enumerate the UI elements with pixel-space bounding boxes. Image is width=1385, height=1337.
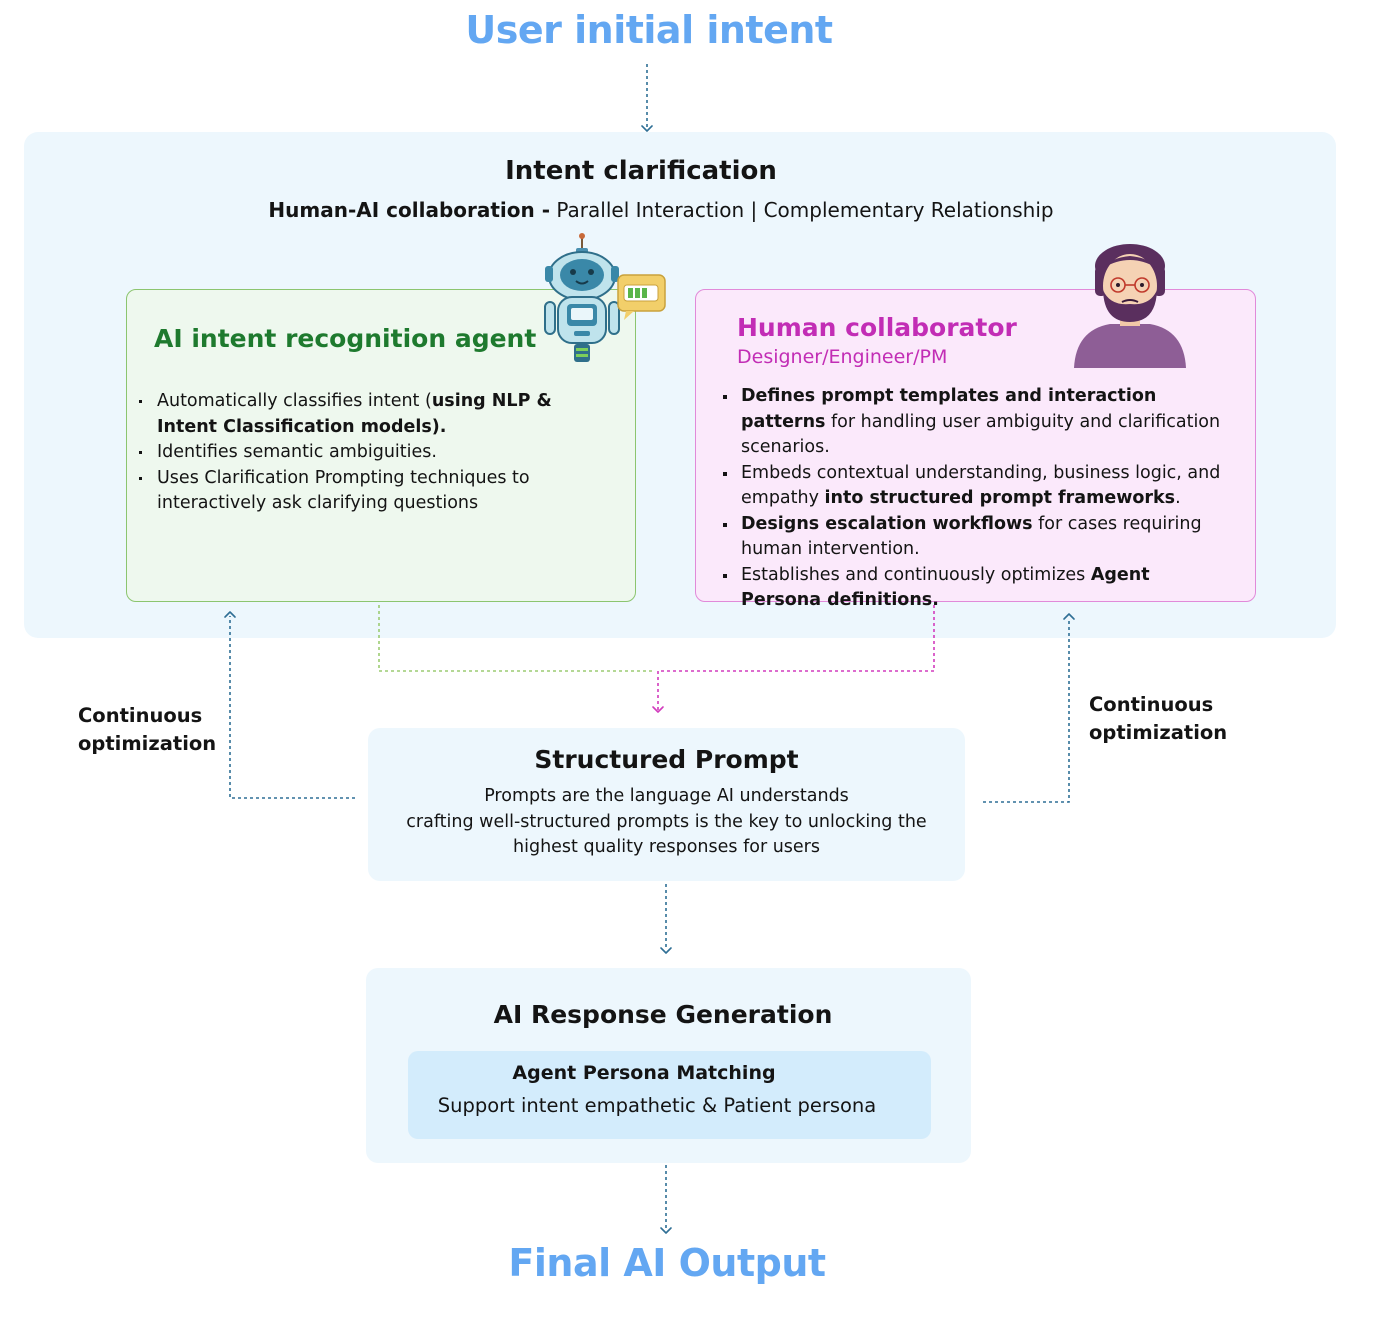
intent-clarification-title: Intent clarification: [505, 156, 777, 186]
arrow-feedback-left: [229, 616, 355, 799]
ai-agent-title: AI intent recognition agent: [154, 324, 537, 353]
collaboration-subtitle: Human-AI collaboration - Parallel Intera…: [0, 198, 1322, 222]
bullet-text: Establishes and continuously optimizes: [741, 564, 1091, 585]
collaboration-subtitle-bold: Human-AI collaboration -: [268, 198, 551, 222]
bullet-bold-text: Designs escalation workflows: [741, 513, 1033, 534]
label-line: optimization: [1089, 721, 1228, 744]
collaboration-subtitle-rest: Parallel Interaction | Complementary Rel…: [550, 198, 1054, 222]
connector-ai-card: [378, 605, 655, 672]
arrow-down-icon: [660, 1227, 672, 1234]
list-item: Identifies semantic ambiguities.: [139, 440, 617, 466]
human-collaborator-roles: Designer/Engineer/PM: [737, 346, 948, 368]
arrow-up-icon: [224, 611, 236, 618]
list-item: Embeds contextual understanding, busines…: [723, 461, 1231, 512]
bullet-text: .: [1175, 488, 1181, 508]
description-line: crafting well-structured prompts is the …: [406, 811, 927, 832]
description-line: highest quality responses for users: [513, 837, 820, 857]
final-ai-output-title: Final AI Output: [508, 1241, 826, 1285]
arrow-down-icon: [641, 125, 653, 132]
label-line: Continuous: [78, 704, 203, 727]
persona-matching-box: [408, 1051, 931, 1139]
arrow-feedback-right: [983, 618, 1070, 803]
continuous-optimization-left-label: Continuous optimization: [78, 702, 216, 758]
person-avatar-icon: [1074, 244, 1186, 368]
bullet-text: Automatically classifies intent (: [157, 391, 432, 411]
structured-prompt-description: Prompts are the language AI understands …: [368, 784, 965, 861]
list-item: Designs escalation workflows for cases r…: [723, 512, 1231, 563]
human-collaborator-title: Human collaborator: [737, 313, 1017, 342]
bullet-bold-text: Defines prompt templates and interaction…: [741, 386, 1157, 432]
label-line: optimization: [78, 732, 217, 755]
list-item: Establishes and continuously optimizes A…: [723, 563, 1231, 614]
structured-prompt-box: [368, 728, 965, 881]
human-collaborator-bullet-list: Defines prompt templates and interaction…: [723, 384, 1231, 614]
bullet-text: Uses Clarification Prompting techniques …: [157, 467, 530, 514]
response-generation-title: AI Response Generation: [493, 1000, 833, 1029]
bullet-text: Identifies semantic ambiguities.: [157, 442, 437, 462]
structured-prompt-title: Structured Prompt: [534, 745, 799, 774]
connector-human-card: [657, 605, 935, 710]
description-line: Prompts are the language AI understands: [484, 786, 849, 806]
arrow-down-icon: [660, 947, 672, 954]
bullet-bold-text: into structured prompt frameworks: [824, 488, 1176, 508]
list-item: Defines prompt templates and interaction…: [723, 384, 1231, 461]
bullet-bold-text: Agent Persona definitions.: [741, 564, 1150, 611]
persona-matching-title: Agent Persona Matching: [512, 1062, 776, 1084]
bullet-text: for handling user ambiguity and clarific…: [741, 411, 1221, 458]
bullet-text: Embeds contextual understanding, busines…: [741, 462, 1221, 509]
list-item: Uses Clarification Prompting techniques …: [139, 466, 617, 517]
user-initial-intent-title: User initial intent: [465, 8, 833, 52]
bullet-text: for cases requiring human intervention.: [741, 513, 1202, 560]
arrow-down-icon: [652, 706, 664, 713]
continuous-optimization-right-label: Continuous optimization: [1089, 691, 1227, 747]
label-line: Continuous: [1089, 693, 1214, 716]
persona-matching-description: Support intent empathetic & Patient pers…: [437, 1094, 877, 1117]
list-item: Automatically classifies intent (using N…: [139, 389, 617, 440]
speech-bubble-icon: [617, 274, 666, 320]
robot-icon: [544, 233, 620, 362]
ai-agent-bullet-list: Automatically classifies intent (using N…: [139, 389, 617, 517]
bullet-bold-text: using NLP & Intent Classification models…: [157, 391, 552, 437]
ai-agent-card: [126, 289, 636, 602]
arrow-up-icon: [1063, 613, 1075, 620]
